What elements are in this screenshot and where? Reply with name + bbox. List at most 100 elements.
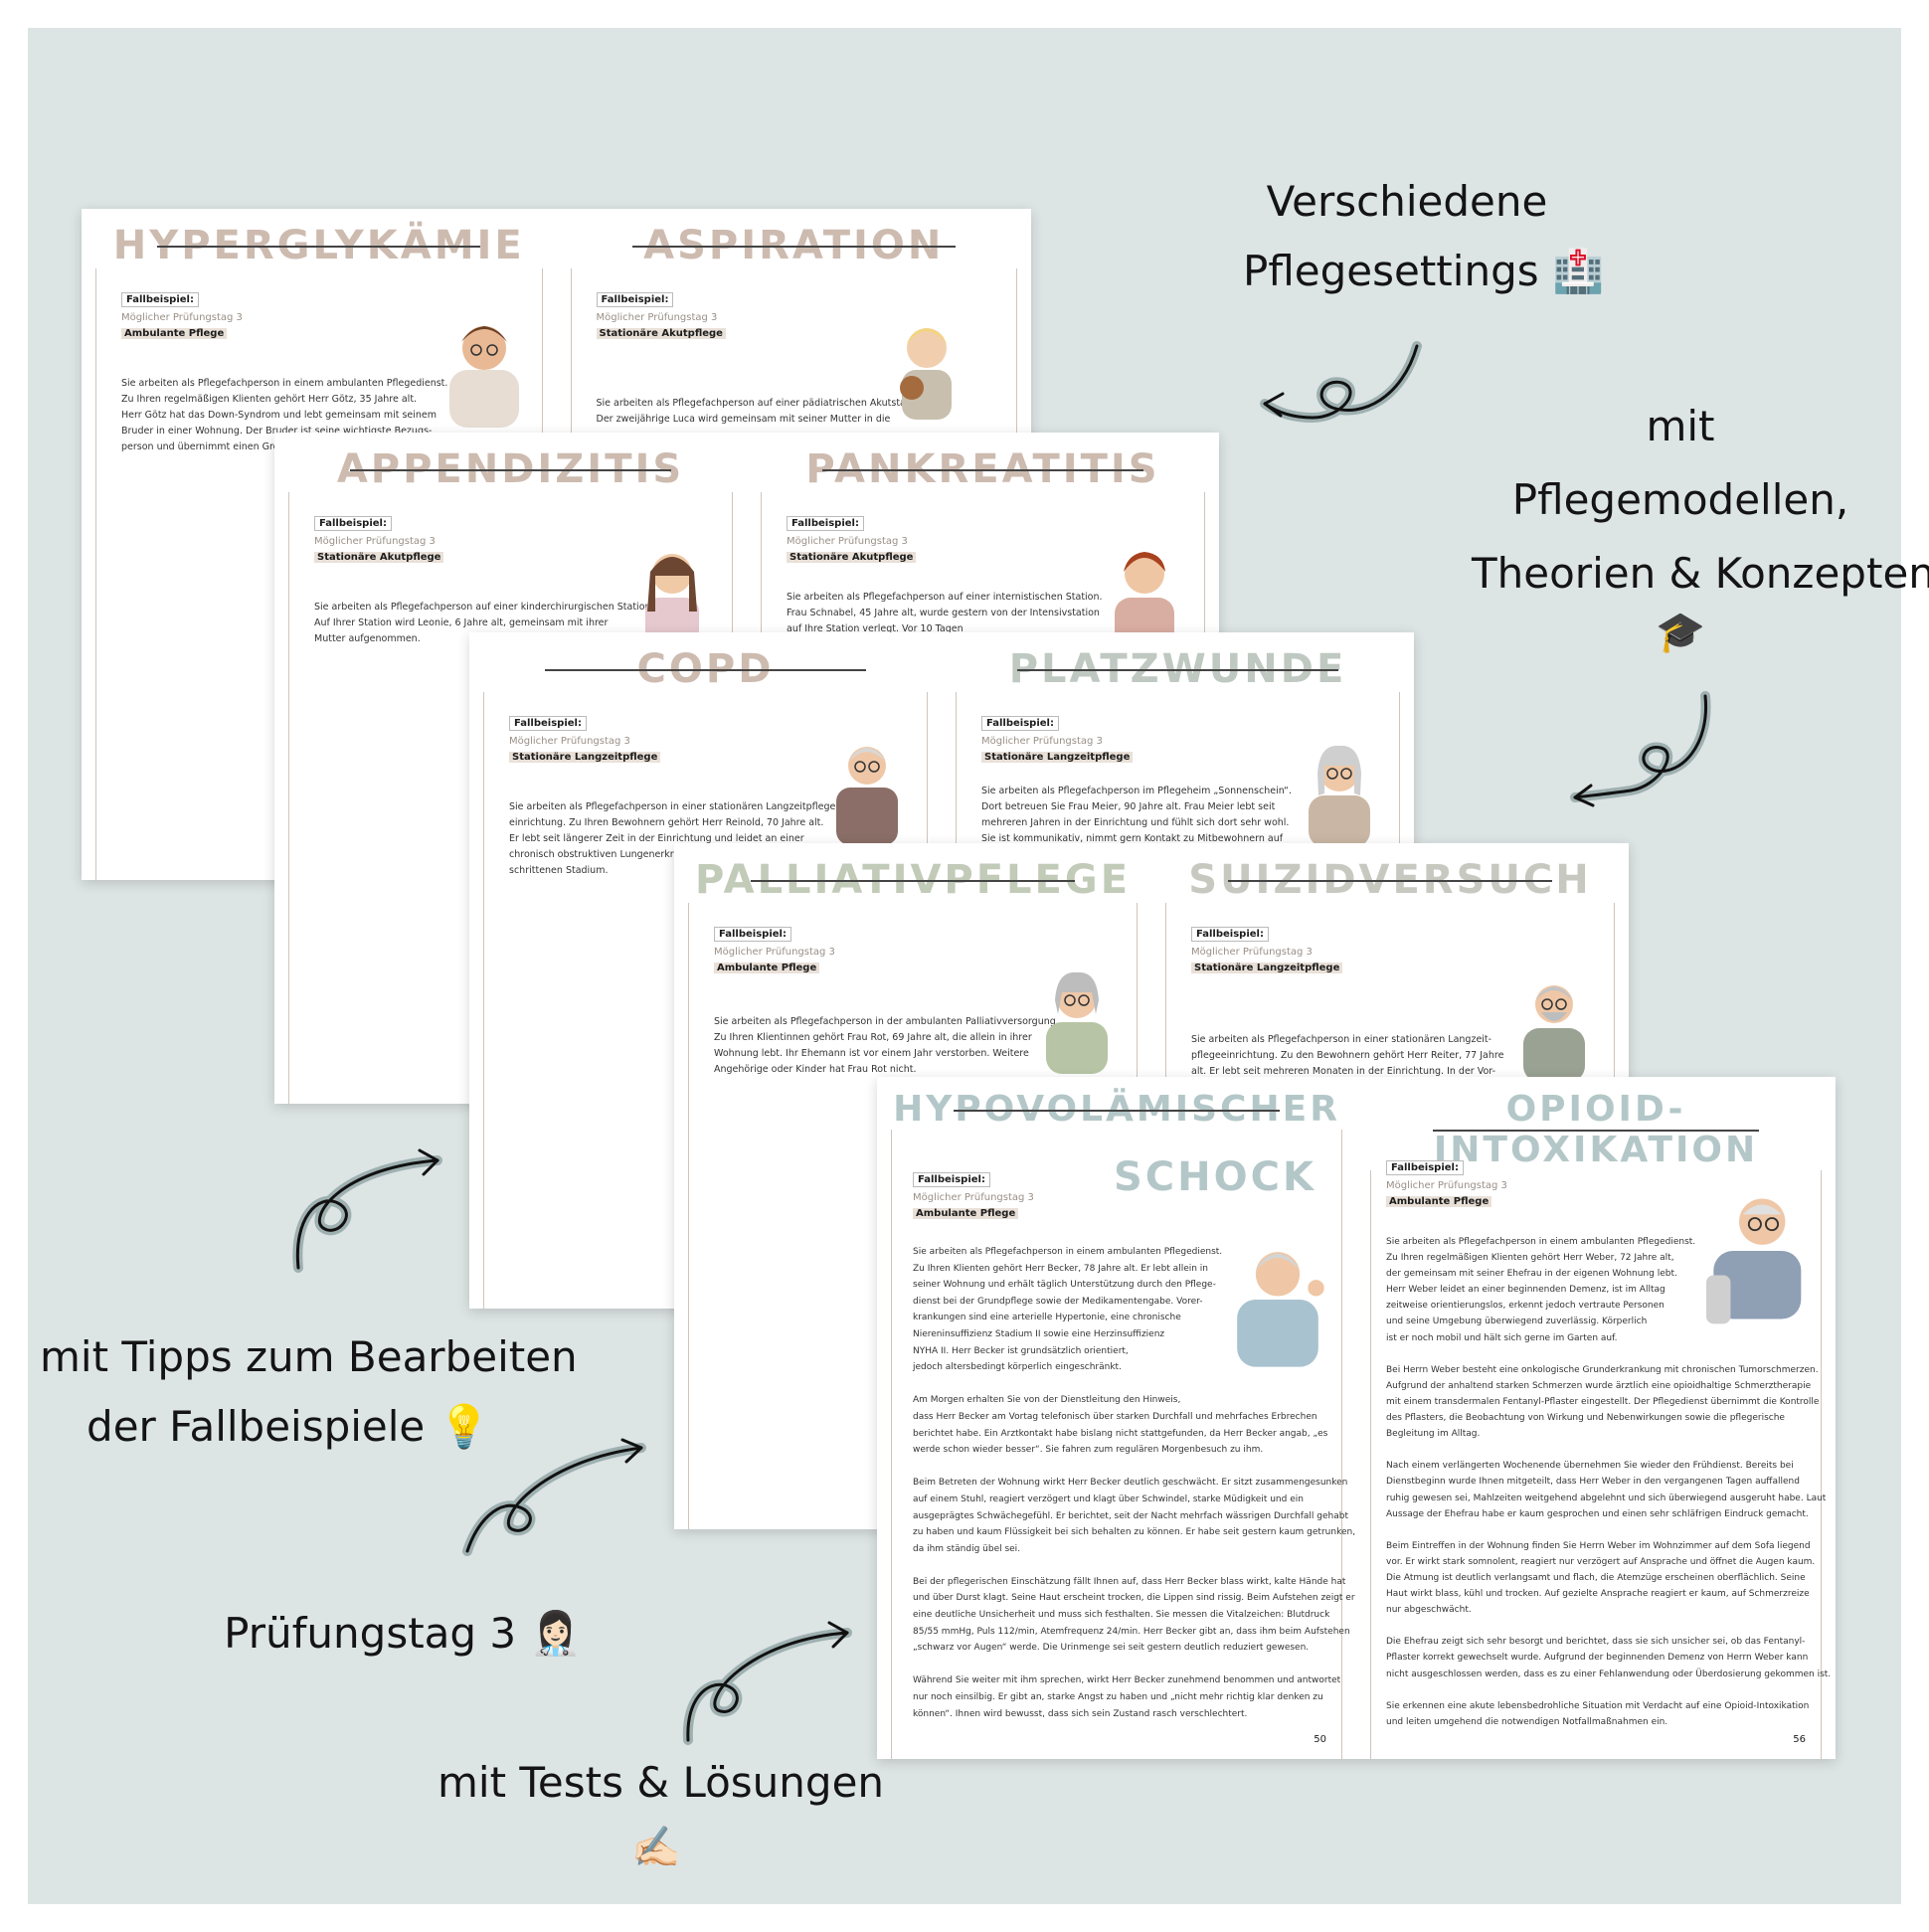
page-title: PANKREATITIS	[747, 446, 1219, 492]
caption-day-text: Prüfungstag 3	[224, 1609, 517, 1658]
caption-day: Prüfungstag 3 👩🏻‍⚕️	[214, 1609, 592, 1659]
exam-day-label: Möglicher Prüfungstag 3	[509, 736, 630, 747]
exam-day-label: Möglicher Prüfungstag 3	[596, 312, 718, 323]
title-strike-line	[822, 469, 1143, 471]
caption-tips-text: der Fallbeispiele	[87, 1402, 426, 1451]
case-text: Sie arbeiten als Pflegefachperson in ein…	[913, 1247, 1356, 1719]
page-title: OPIOID-INTOXIKATION	[1356, 1089, 1836, 1170]
curly-arrow-icon	[462, 1438, 646, 1556]
curly-arrow-icon	[292, 1148, 442, 1273]
case-label: Fallbeispiel:	[596, 292, 674, 307]
page-aspiration: ASPIRATION Fallbeispiel: Möglicher Prüfu…	[556, 209, 1031, 880]
title-strike-line	[750, 880, 1076, 882]
case-label: Fallbeispiel:	[121, 292, 199, 307]
page-title: PLATZWUNDE	[942, 646, 1414, 692]
caption-settings-line1: Verschiedene	[1266, 177, 1548, 226]
page-platzwunde: PLATZWUNDE Fallbeispiel: Möglicher Prüfu…	[942, 632, 1414, 1309]
title-strike-line	[954, 1109, 1280, 1112]
caption-models-line1: mit	[1646, 402, 1715, 450]
case-text: Sie arbeiten als Pflegefachperson in ein…	[1386, 1237, 1832, 1727]
page-hyperglykaemie: HYPERGLYKÄMIE Fallbeispiel: Möglicher Pr…	[82, 209, 557, 880]
page-title: PALLIATIVPFLEGE	[674, 857, 1151, 903]
case-label: Fallbeispiel:	[913, 1172, 990, 1187]
care-setting: Ambulante Pflege	[913, 1208, 1019, 1219]
care-setting: Stationäre Langzeitpflege	[1191, 963, 1343, 973]
case-label: Fallbeispiel:	[981, 716, 1059, 731]
title-strike-line	[1227, 880, 1553, 882]
case-text: Sie arbeiten als Pflegefachperson im Pfl…	[981, 786, 1292, 844]
graduation-cap-icon: 🎓	[1656, 610, 1705, 655]
elderly-man-illustration	[1237, 1252, 1324, 1367]
care-setting: Ambulante Pflege	[714, 963, 820, 973]
page-number: 50	[1314, 1734, 1326, 1745]
case-label: Fallbeispiel:	[1191, 927, 1269, 942]
case-label: Fallbeispiel:	[509, 716, 587, 731]
exam-day-label: Möglicher Prüfungstag 3	[981, 736, 1103, 747]
case-text: Sie arbeiten als Pflegefachperson auf ei…	[787, 592, 1103, 634]
caption-models-line2: Pflegemodellen,	[1511, 475, 1849, 524]
page-subtitle: SCHOCK	[1114, 1154, 1316, 1200]
lightbulb-icon: 💡	[438, 1402, 490, 1451]
elderly-woman-illustration	[1046, 971, 1108, 1074]
exam-day-label: Möglicher Prüfungstag 3	[1191, 947, 1313, 958]
care-setting: Stationäre Langzeitpflege	[509, 752, 661, 763]
page-title: HYPOVOLÄMISCHER	[877, 1089, 1356, 1130]
case-label: Fallbeispiel:	[314, 516, 392, 531]
case-text: Sie arbeiten als Pflegefachperson in ein…	[1191, 1034, 1504, 1077]
care-setting: Stationäre Langzeitpflege	[981, 752, 1134, 763]
case-text: Sie arbeiten als Pflegefachperson auf ei…	[596, 398, 928, 425]
page-opioid-intoxikation: OPIOID-INTOXIKATION Fallbeispiel: Möglic…	[1356, 1077, 1836, 1759]
exam-day-label: Möglicher Prüfungstag 3	[1386, 1180, 1507, 1191]
care-setting: Ambulante Pflege	[121, 328, 228, 339]
exam-day-label: Möglicher Prüfungstag 3	[787, 536, 908, 547]
caption-models-line3: Theorien & Konzepten	[1472, 549, 1929, 598]
exam-day-label: Möglicher Prüfungstag 3	[714, 947, 835, 958]
page-title: ASPIRATION	[556, 223, 1031, 268]
caption-tips-line1: mit Tipps zum Bearbeiten	[40, 1332, 578, 1381]
title-strike-line	[157, 246, 481, 248]
page-pankreatitis: PANKREATITIS Fallbeispiel: Möglicher Prü…	[747, 433, 1219, 1104]
page-title: APPENDIZITIS	[274, 446, 747, 492]
care-setting: Stationäre Akutpflege	[596, 328, 726, 339]
elderly-man-illustration	[1706, 1198, 1802, 1324]
page-suizidversuch: SUIZIDVERSUCH Fallbeispiel: Möglicher Pr…	[1151, 843, 1629, 1529]
hospital-icon: 🏥	[1551, 247, 1605, 295]
curly-arrow-icon	[682, 1621, 852, 1745]
care-setting: Ambulante Pflege	[1386, 1196, 1492, 1207]
spread-hypovolaemischer-schock-opioid: HYPOVOLÄMISCHER SCHOCK Fallbeispiel: Mög…	[877, 1077, 1836, 1759]
case-label: Fallbeispiel:	[1386, 1160, 1464, 1175]
title-strike-line	[350, 469, 671, 471]
title-strike-line	[1433, 1130, 1759, 1132]
nurse-icon: 👩🏻‍⚕️	[529, 1609, 582, 1658]
writing-hand-icon: ✍🏻	[631, 1825, 681, 1870]
caption-tips-line2: der Fallbeispiele 💡	[80, 1402, 497, 1452]
curly-arrow-icon	[1570, 691, 1711, 807]
caption-settings-line2: Pflegesettings 🏥	[1243, 247, 1605, 296]
case-text: Sie arbeiten als Pflegefachperson in der…	[714, 1016, 1059, 1075]
curly-arrow-icon	[1260, 341, 1422, 424]
page-title: SUIZIDVERSUCH	[1151, 857, 1629, 903]
page-title: HYPERGLYKÄMIE	[82, 223, 557, 268]
title-strike-line	[1017, 669, 1338, 671]
page-hypovolaemischer-schock: HYPOVOLÄMISCHER SCHOCK Fallbeispiel: Mög…	[877, 1077, 1356, 1759]
page-number: 56	[1793, 1734, 1806, 1745]
elderly-man-illustration	[1523, 985, 1585, 1082]
page-palliativpflege: PALLIATIVPFLEGE Fallbeispiel: Möglicher …	[674, 843, 1151, 1529]
elderly-man-illustration	[836, 747, 898, 845]
care-setting: Stationäre Akutpflege	[787, 552, 917, 563]
page-title: COPD	[469, 646, 942, 692]
exam-day-label: Möglicher Prüfungstag 3	[121, 312, 243, 323]
care-setting: Stationäre Akutpflege	[314, 552, 444, 563]
child-illustration	[900, 328, 952, 420]
patient-illustration	[448, 326, 519, 428]
case-text: Sie arbeiten als Pflegefachperson auf ei…	[314, 602, 654, 644]
page-appendizitis: APPENDIZITIS Fallbeispiel: Möglicher Prü…	[274, 433, 747, 1104]
caption-settings-text: Pflegesettings	[1243, 247, 1539, 295]
case-label: Fallbeispiel:	[787, 516, 864, 531]
title-strike-line	[631, 246, 956, 248]
exam-day-label: Möglicher Prüfungstag 3	[314, 536, 436, 547]
case-text: Sie arbeiten als Pflegefachperson in ein…	[121, 378, 448, 452]
exam-day-label: Möglicher Prüfungstag 3	[913, 1192, 1034, 1203]
title-strike-line	[545, 669, 866, 671]
caption-tests: mit Tests & Lösungen	[438, 1758, 885, 1807]
